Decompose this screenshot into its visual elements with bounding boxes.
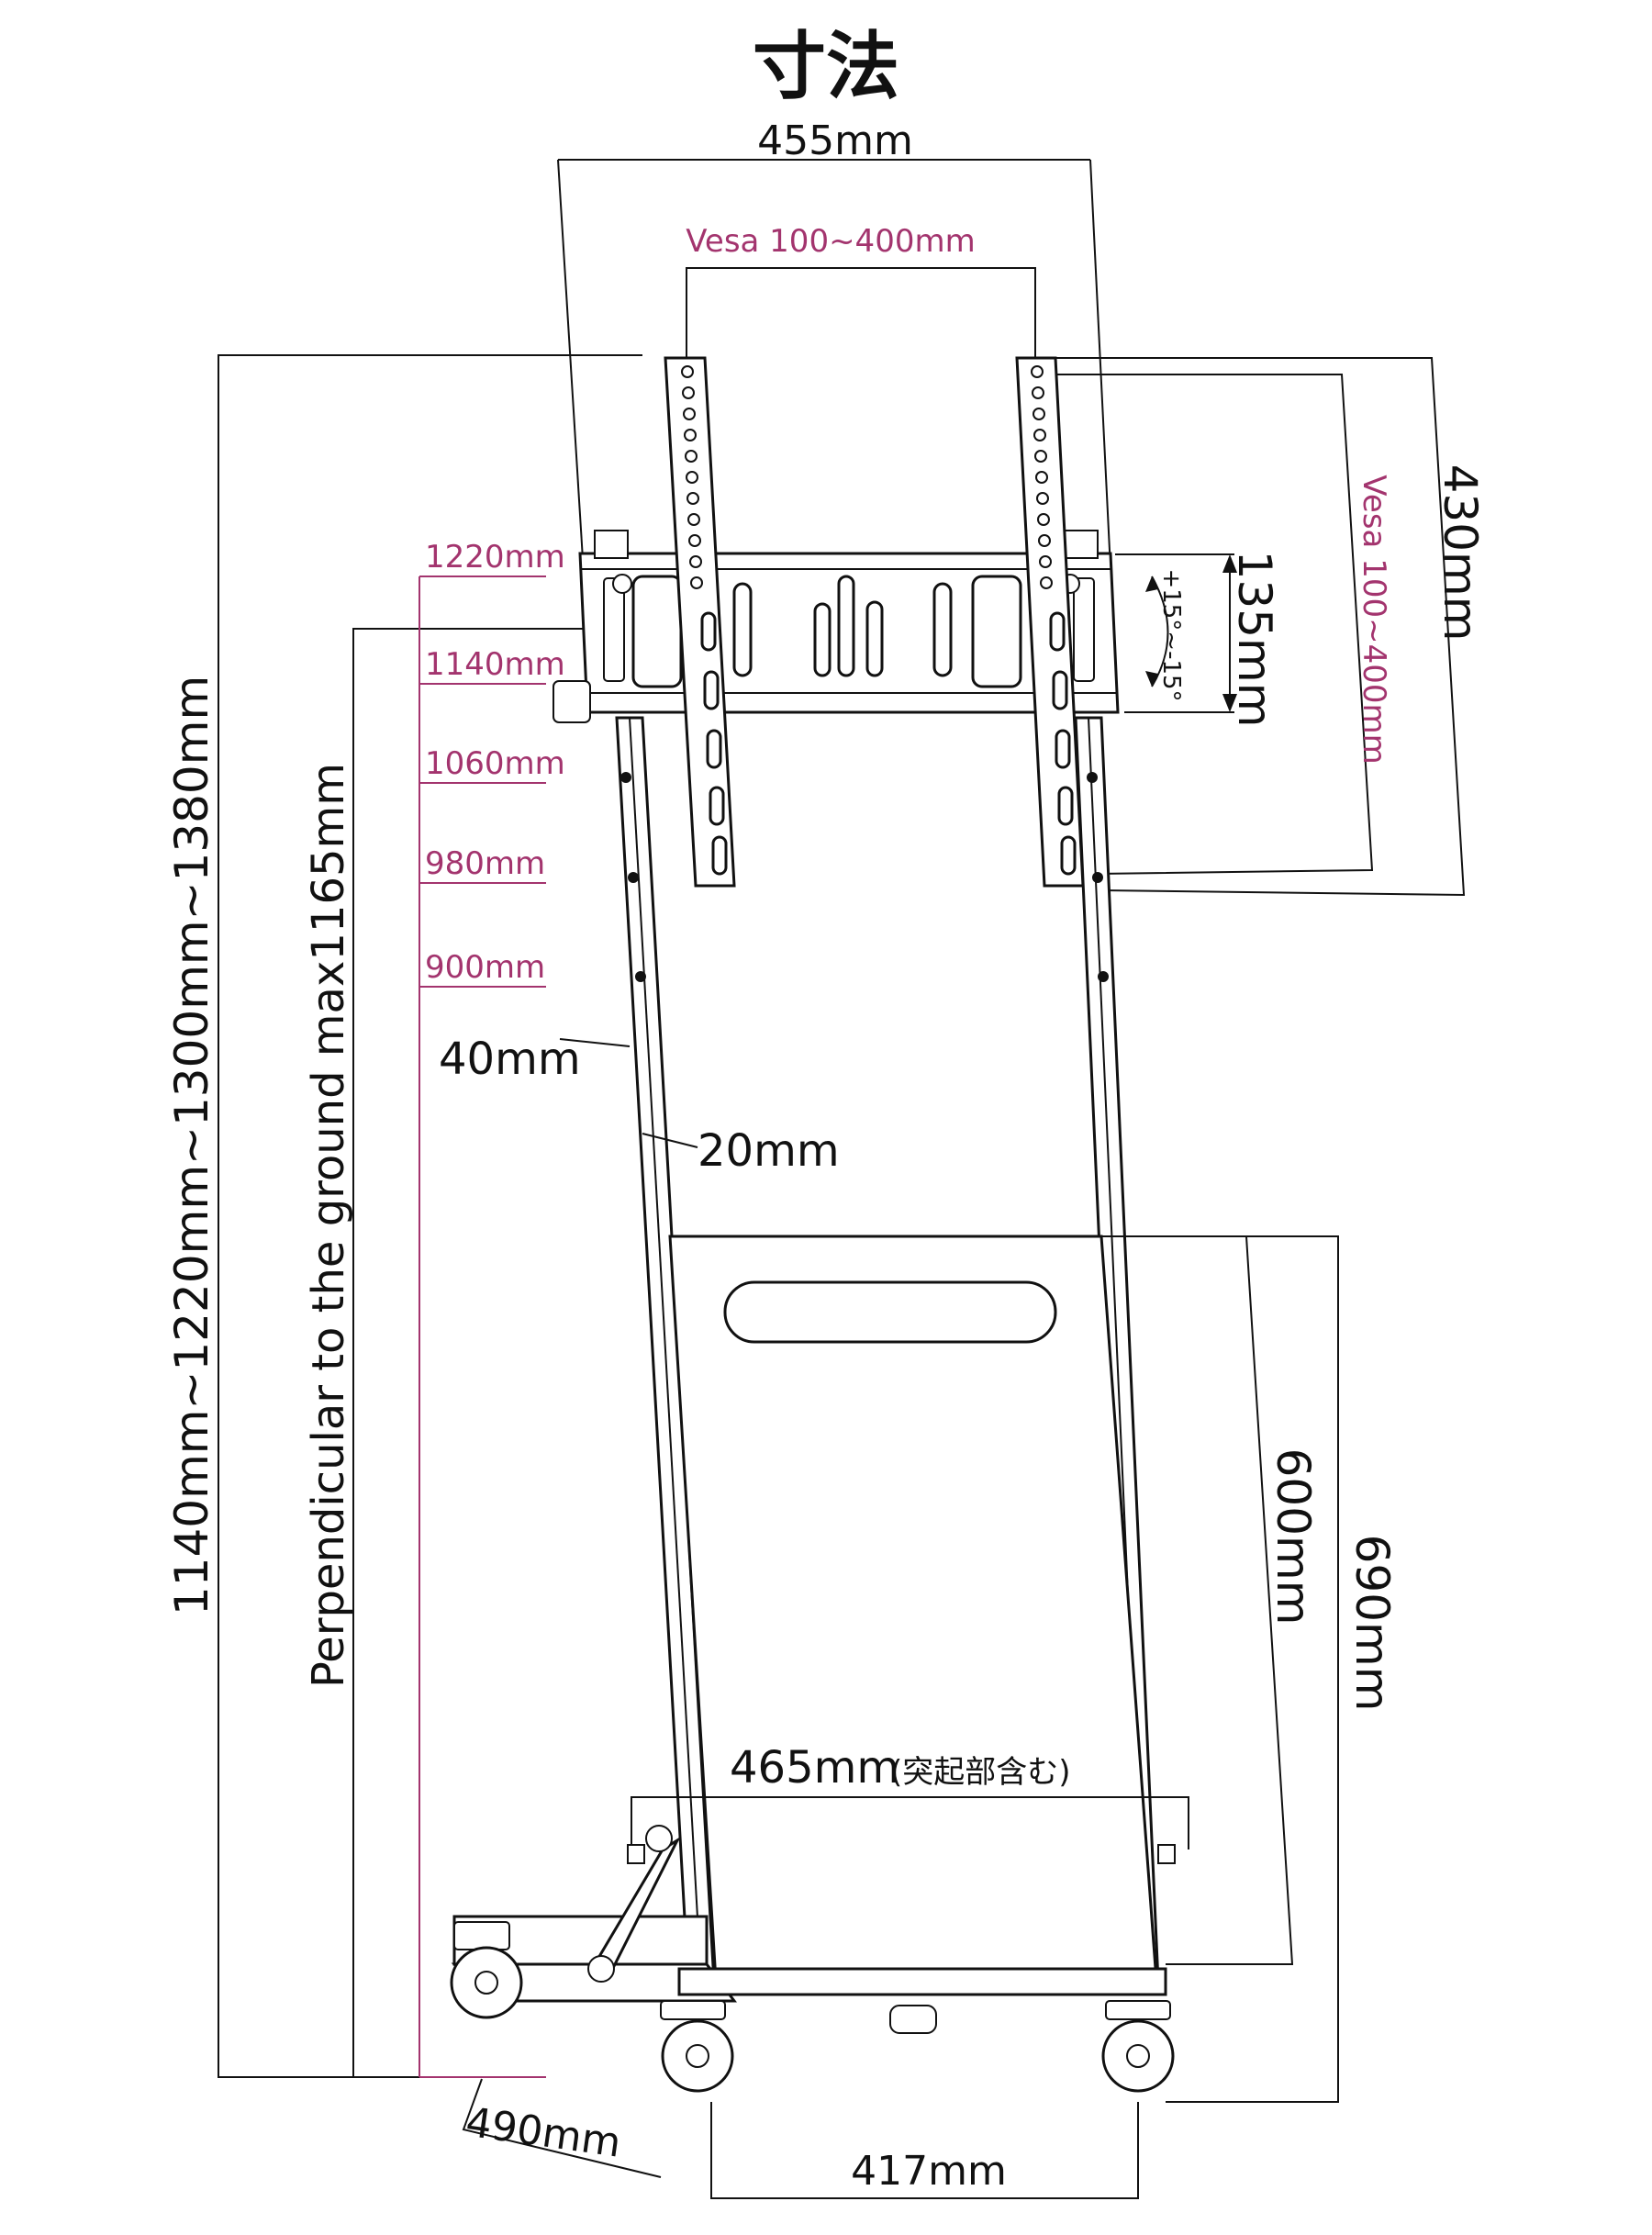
dim-pole-width: 40mm <box>439 1034 581 1085</box>
height-level-900: 900mm <box>425 949 545 986</box>
caster-front-right <box>1101 2000 1175 2093</box>
dim-pole-depth-leader <box>642 1133 698 1148</box>
dim-base-width-note: (突起部含む) <box>890 1754 1071 1791</box>
dim-base-depth-line <box>462 2078 662 2178</box>
dim-total-height-line <box>218 354 642 2078</box>
dim-pole-width-leader <box>559 1038 631 1047</box>
dim-shelf-height-line <box>1101 1235 1294 1965</box>
dim-crossbar-height: 135mm <box>1228 551 1281 728</box>
dim-vesa-horizontal: Vesa 100~400mm <box>686 223 975 260</box>
arrowhead-down-icon <box>1222 694 1237 712</box>
dim-pole-depth: 20mm <box>698 1125 840 1177</box>
dim-shelf-total: 690mm <box>1345 1535 1399 1712</box>
shelf-panel <box>668 1235 1158 1983</box>
dim-tilt-range: +15°~-15° <box>1157 568 1185 701</box>
caster-front-left <box>660 2000 734 2093</box>
shelf-handle <box>723 1280 1057 1344</box>
dim-base-depth: 490mm <box>463 2099 623 2167</box>
caster-rear-center <box>889 2005 937 2034</box>
dim-top-width-ext-right <box>1089 159 1111 570</box>
height-level-980: 980mm <box>425 845 545 882</box>
vesa-bracket-left <box>664 356 736 888</box>
dim-ground-height: Perpendicular to the ground max1165mm <box>303 763 354 1688</box>
dim-top-width: 455mm <box>757 117 913 164</box>
caster-rear-left <box>450 1921 523 2019</box>
dim-base-width: 465mm <box>730 1742 899 1794</box>
dim-vesa-vertical: Vesa 100~400mm <box>1356 475 1392 764</box>
dim-bracket-height-line <box>1035 357 1466 897</box>
height-level-1140: 1140mm <box>425 646 565 683</box>
dim-total-height: 1140mm~1220mm~1300mm~1380mm <box>165 676 218 1615</box>
dim-wheel-spacing: 417mm <box>851 2148 1007 2195</box>
dim-vesa-horizontal-line <box>686 267 1036 367</box>
height-level-1060: 1060mm <box>425 745 565 782</box>
page-title: 寸法 <box>753 24 899 109</box>
dim-vesa-vertical-line <box>1042 374 1374 875</box>
dim-ground-height-line <box>352 628 583 2077</box>
dim-shelf-total-line <box>1166 1235 1339 2103</box>
dim-shelf-height: 600mm <box>1267 1448 1320 1626</box>
arrowhead-up-icon <box>1222 554 1237 573</box>
dim-bracket-height: 430mm <box>1434 464 1487 642</box>
dim-wheel-spacing-line <box>710 2102 1139 2199</box>
vesa-bracket-right <box>1015 356 1085 888</box>
stand-base <box>451 1825 1176 2003</box>
tilt-arrow-down-icon <box>1145 671 1158 687</box>
height-level-1220: 1220mm <box>425 539 565 576</box>
dim-base-width-line <box>631 1796 1189 1849</box>
tilt-arrow-up-icon <box>1145 576 1158 592</box>
